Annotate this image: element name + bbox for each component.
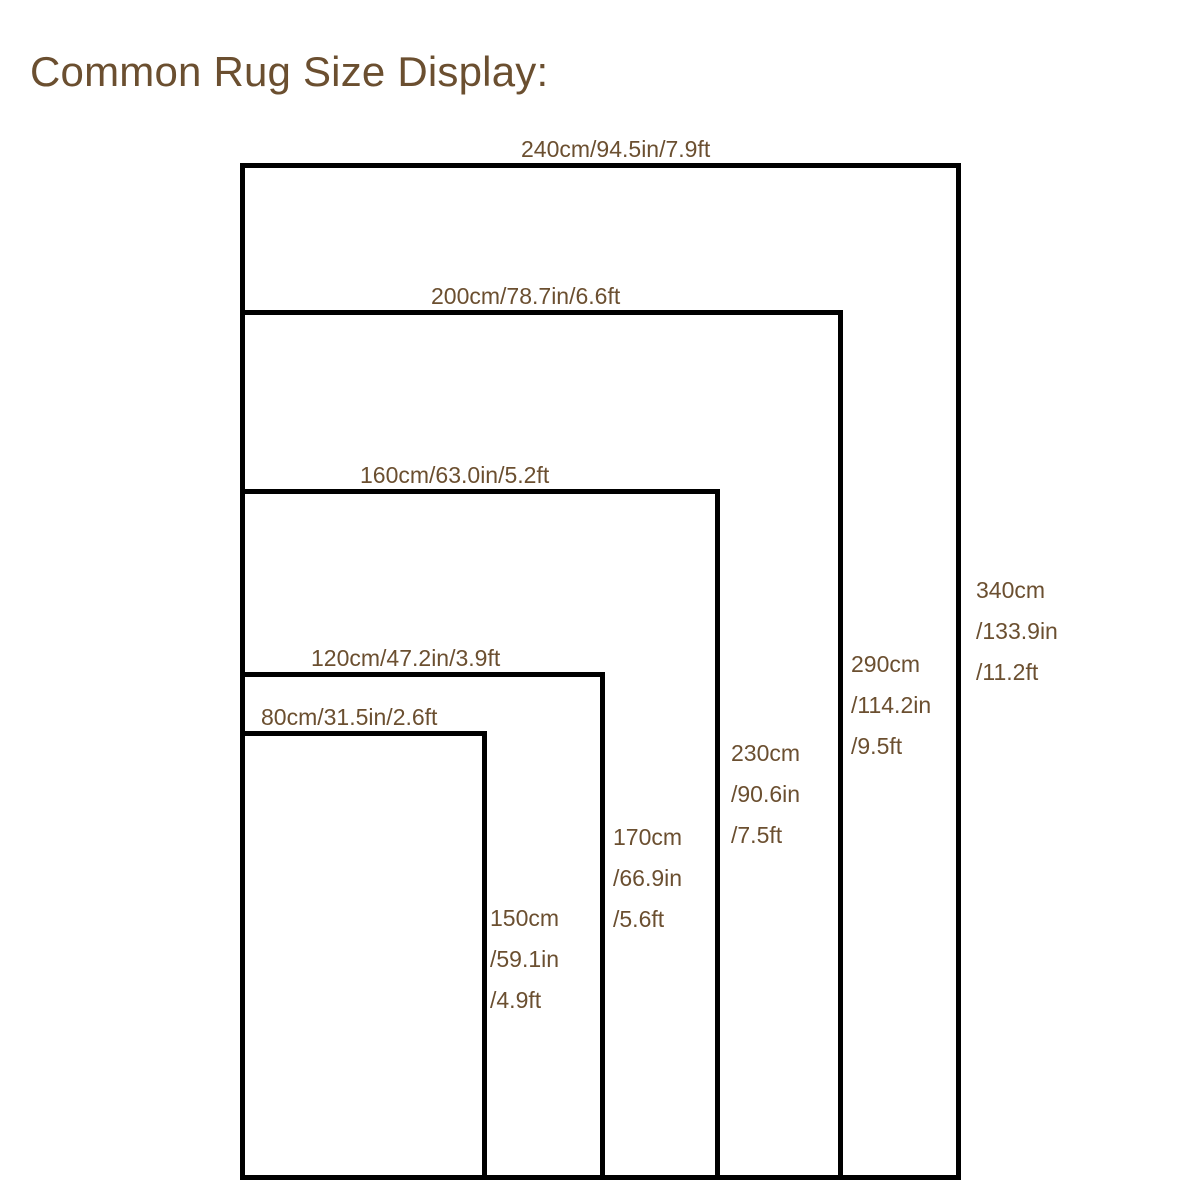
height-label-340cm-line1: 340cm	[976, 577, 1046, 603]
height-label-150cm-line1: 150cm	[490, 905, 560, 931]
height-label-230cm-line1: 230cm	[731, 740, 801, 766]
height-label-340cm: 340cm /133.9in /11.2ft	[976, 570, 1058, 693]
height-label-170cm-line3: /5.6ft	[613, 905, 665, 932]
width-label-200cm: 200cm/78.7in/6.6ft	[431, 283, 621, 309]
height-label-290cm-line3: /9.5ft	[851, 732, 903, 759]
height-label-340cm-line2: /133.9in	[976, 617, 1058, 644]
width-label-120cm: 120cm/47.2in/3.9ft	[311, 645, 501, 671]
height-label-170cm: 170cm /66.9in /5.6ft	[613, 817, 682, 940]
width-label-240cm: 240cm/94.5in/7.9ft	[521, 136, 711, 162]
height-label-230cm-line2: /90.6in	[731, 780, 801, 807]
height-label-150cm: 150cm /59.1in /4.9ft	[490, 898, 559, 1021]
height-label-230cm: 230cm /90.6in /7.5ft	[731, 733, 800, 856]
height-label-290cm: 290cm /114.2in /9.5ft	[851, 644, 931, 767]
height-label-170cm-line1: 170cm	[613, 824, 683, 850]
height-label-170cm-line2: /66.9in	[613, 864, 683, 891]
height-label-150cm-line3: /4.9ft	[490, 986, 542, 1013]
page-title: Common Rug Size Display:	[30, 48, 549, 96]
height-label-340cm-line3: /11.2ft	[976, 658, 1039, 685]
rug-rect-80x150	[240, 731, 487, 1180]
width-label-160cm: 160cm/63.0in/5.2ft	[360, 462, 550, 488]
height-label-150cm-line2: /59.1in	[490, 945, 560, 972]
height-label-290cm-line1: 290cm	[851, 651, 921, 677]
width-label-80cm: 80cm/31.5in/2.6ft	[261, 704, 438, 730]
height-label-230cm-line3: /7.5ft	[731, 821, 783, 848]
height-label-290cm-line2: /114.2in	[851, 691, 932, 718]
